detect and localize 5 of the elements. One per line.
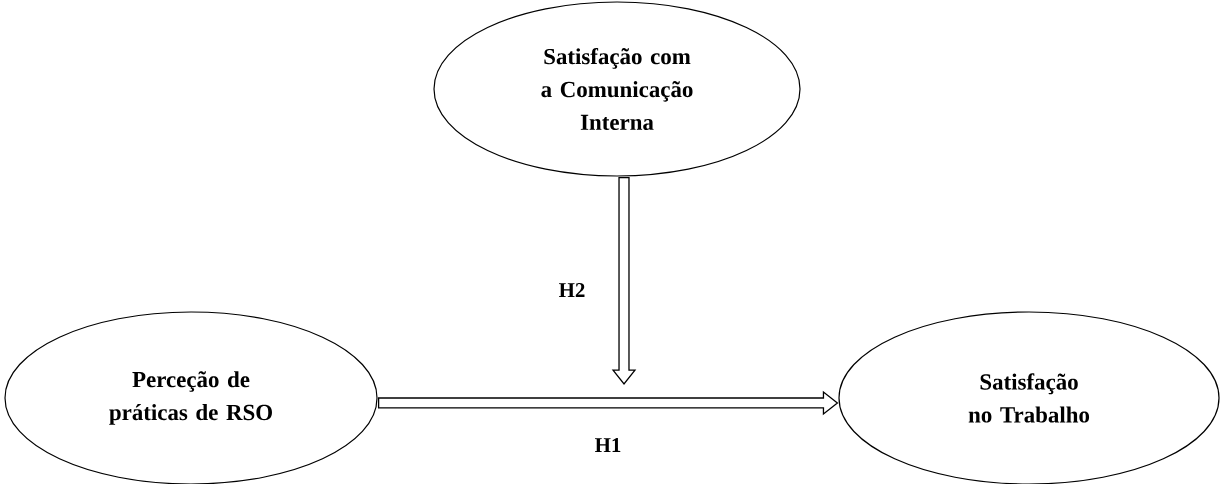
edge-label: H1	[595, 438, 621, 452]
arrow	[377, 390, 839, 416]
ellipse-node: Satisfação com a Comunicação Interna	[433, 1, 801, 177]
arrow	[611, 176, 637, 386]
edge-label: H2	[559, 283, 585, 297]
